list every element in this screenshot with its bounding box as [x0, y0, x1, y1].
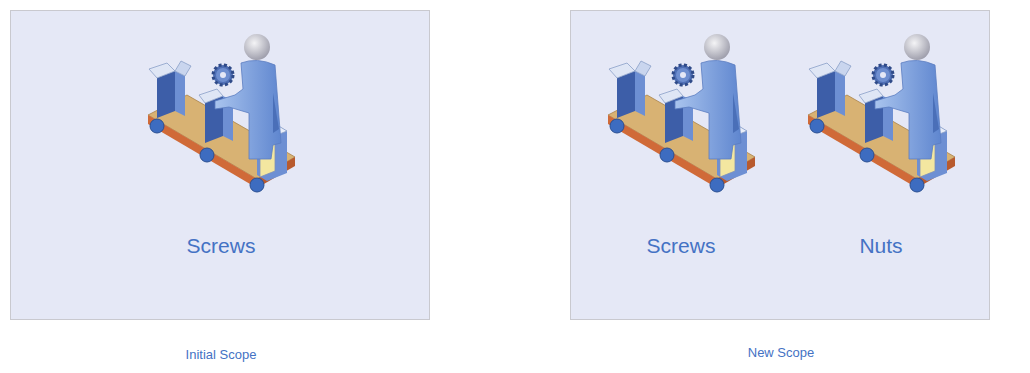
scope-caption: New Scope [681, 345, 881, 360]
product-label: Nuts [781, 234, 981, 258]
factory-icon [608, 34, 755, 192]
scope-panel: ScrewsNutsNew Scope [570, 10, 990, 320]
scope-caption: Initial Scope [121, 347, 321, 362]
factory-icon [148, 34, 295, 192]
factory-icon [808, 34, 955, 192]
product-label: Screws [581, 234, 781, 258]
scope-panel: ScrewsInitial Scope [10, 10, 430, 320]
product-label: Screws [121, 234, 321, 258]
